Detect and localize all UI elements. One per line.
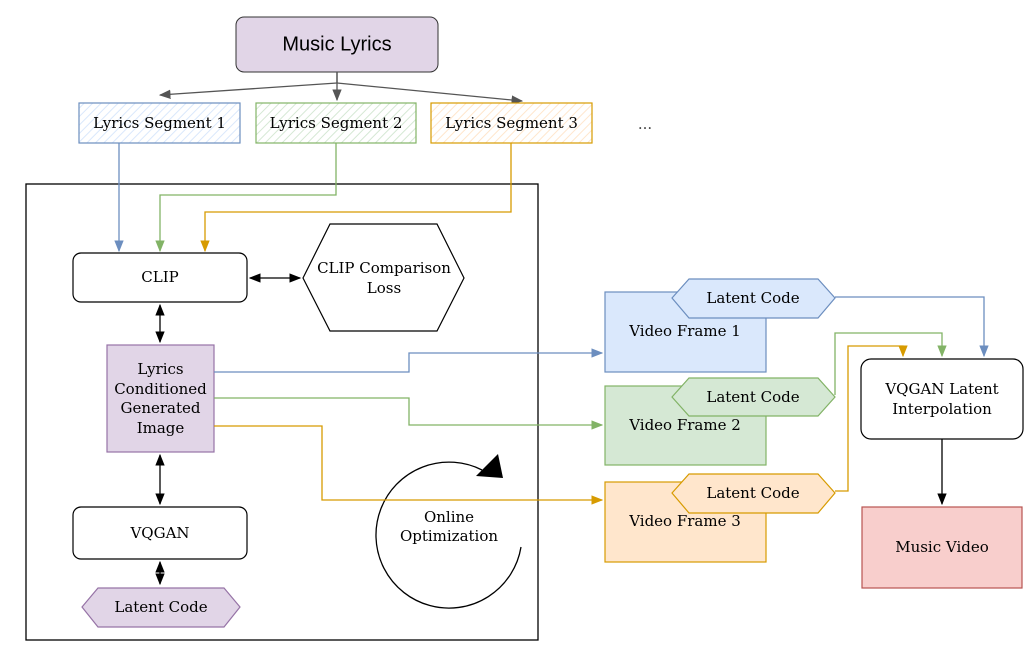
title-to-segment-1-arrow: [158, 82, 338, 99]
vqgan-label: VQGAN: [129, 524, 189, 542]
latent-code-main-hexagon: [81, 587, 241, 628]
online-optimization-loop: [375, 461, 522, 609]
music-video-box: [861, 506, 1023, 589]
online-optimization-arrowhead: [476, 454, 503, 478]
generated-image-line4: Image: [137, 419, 185, 437]
clip-loss-label-line2: Loss: [367, 279, 401, 297]
segments-ellipsis: ...: [638, 115, 652, 133]
latent-code-main-label: Latent Code: [114, 598, 207, 616]
generated-image-line3: Generated: [120, 399, 200, 417]
segment-3-to-clip-arrow: [200, 143, 512, 253]
latent-2-to-interpolation-arrow: [834, 332, 947, 395]
video-frame-3-label: Video Frame 3: [628, 512, 741, 530]
frame-1-latent-label: Latent Code: [706, 289, 799, 307]
image-to-frame-2-arrow: [214, 397, 604, 430]
clip-loss-hexagon: [302, 223, 465, 332]
generated-image-line1: Lyrics: [137, 360, 183, 378]
music-lyrics-label: Music Lyrics: [282, 33, 391, 55]
image-to-frame-3-arrow: [214, 425, 604, 505]
vqgan-interpolation-line1: VQGAN Latent: [884, 380, 998, 398]
video-frame-1-label: Video Frame 1: [628, 322, 741, 340]
latent-1-to-interpolation-arrow: [835, 296, 989, 358]
vqgan-interpolation-line2: Interpolation: [892, 400, 992, 418]
online-optimization-line1: Online: [424, 508, 474, 526]
video-frame-2-label: Video Frame 2: [628, 416, 741, 434]
clip-box: [72, 252, 248, 303]
music-video-label: Music Video: [895, 538, 989, 556]
lyrics-segment-3-label: Lyrics Segment 3: [445, 114, 578, 132]
optimization-container: [25, 183, 539, 641]
clip-loss-label-line1: CLIP Comparison: [317, 259, 451, 277]
frame-1-latent-hexagon: [671, 278, 836, 319]
latent-3-to-interpolation-arrow: [835, 345, 908, 492]
lyrics-segment-3-box: [430, 102, 593, 144]
frame-3-latent-label: Latent Code: [706, 484, 799, 502]
frame-2-latent-hexagon: [671, 377, 836, 417]
online-optimization-line2: Optimization: [400, 527, 498, 545]
lyrics-segment-1-label: Lyrics Segment 1: [93, 114, 226, 132]
frame-2-latent-label: Latent Code: [706, 388, 799, 406]
vqgan-box: [72, 506, 248, 560]
clip-label: CLIP: [141, 268, 178, 286]
lyrics-segment-1-box: [78, 102, 241, 144]
generated-image-line2: Conditioned: [114, 380, 207, 398]
generated-image-box: [106, 344, 215, 453]
lyrics-segment-2-label: Lyrics Segment 2: [270, 114, 403, 132]
vqgan-interpolation-box: [860, 358, 1024, 440]
segment-2-to-clip-arrow: [155, 143, 337, 253]
frame-3-latent-hexagon: [671, 473, 836, 514]
title-to-segment-3-arrow: [336, 82, 524, 105]
image-to-frame-1-arrow: [214, 348, 604, 373]
